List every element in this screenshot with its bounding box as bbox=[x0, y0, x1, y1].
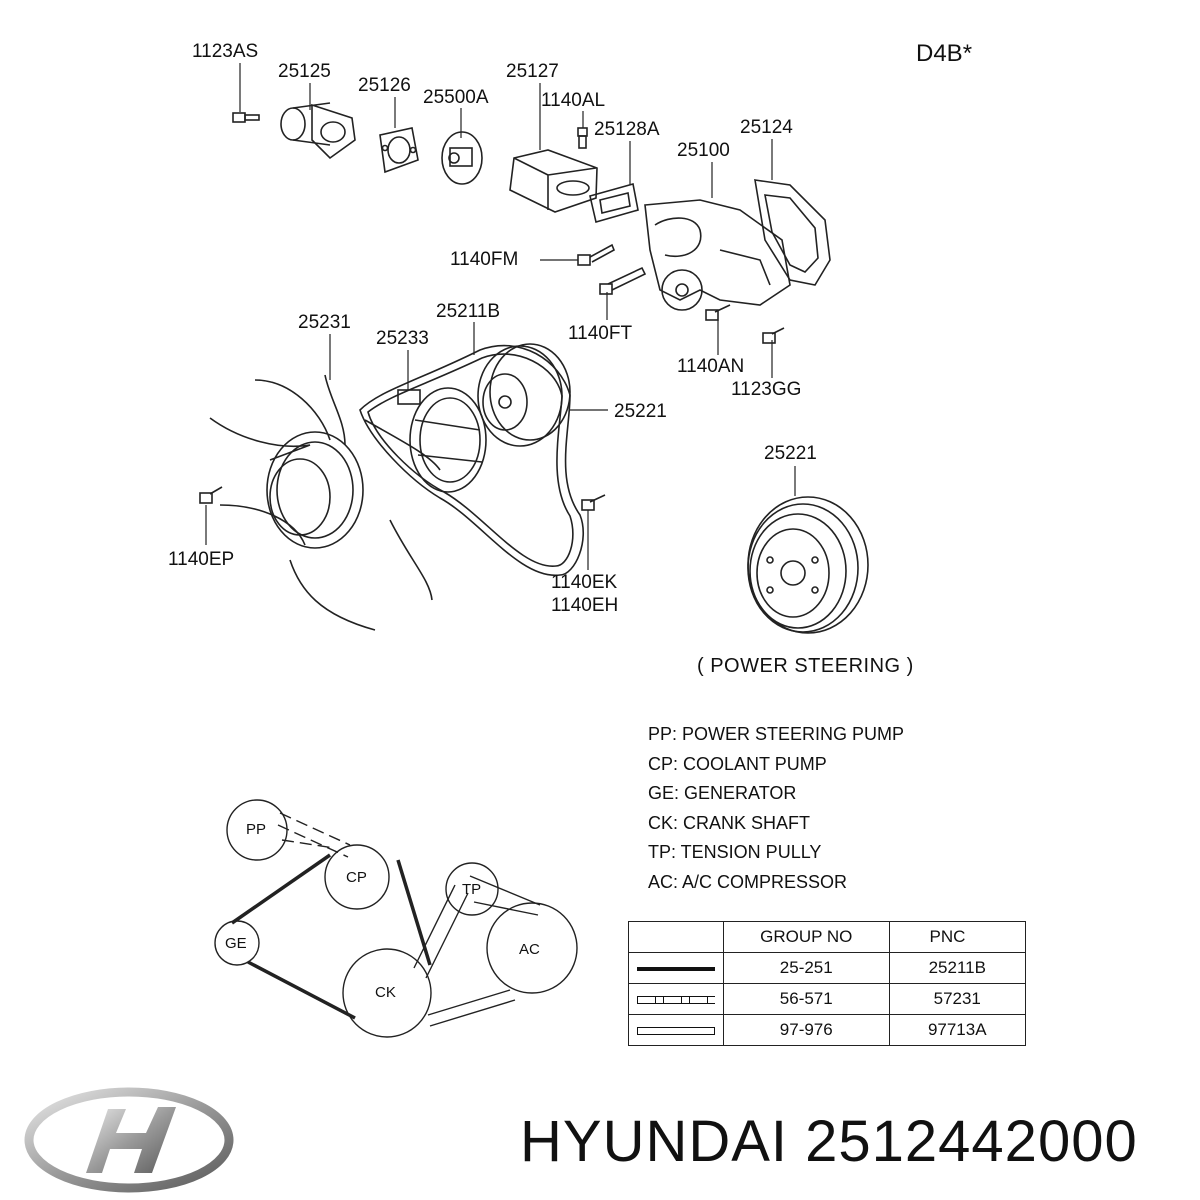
housing-25127 bbox=[509, 149, 598, 213]
group-no-cell: 97-976 bbox=[723, 1014, 890, 1046]
label-25233: 25233 bbox=[376, 328, 429, 349]
label-1123as: 1123AS bbox=[192, 41, 259, 62]
bolt-1140al bbox=[577, 127, 588, 149]
table-row: 97-976 97713A bbox=[628, 1014, 1027, 1046]
bolt-1140fm bbox=[577, 243, 616, 266]
table-header: GROUP NO bbox=[723, 921, 890, 953]
label-25221: 25221 bbox=[614, 401, 667, 422]
legend-item: PP: POWER STEERING PUMP bbox=[648, 724, 905, 744]
thermostat-25500a bbox=[441, 131, 483, 185]
label-1123gg: 1123GG bbox=[731, 379, 802, 400]
bolt-1140ek bbox=[581, 494, 606, 511]
gasket-25128a bbox=[589, 182, 639, 224]
line-style-solid bbox=[628, 952, 724, 984]
pulley-label-ac: AC bbox=[519, 941, 540, 958]
leader-lines bbox=[205, 63, 796, 570]
bolt-1140ft bbox=[599, 266, 647, 295]
cooling-fan-25231 bbox=[209, 374, 441, 631]
power-steering-note: ( POWER STEERING ) bbox=[697, 655, 914, 677]
legend-item: TP: TENSION PULLY bbox=[648, 842, 822, 862]
hyundai-logo-icon bbox=[24, 1087, 234, 1193]
label-25125: 25125 bbox=[278, 61, 331, 82]
label-25100: 25100 bbox=[677, 140, 730, 161]
bolt-1140an bbox=[705, 304, 731, 321]
fitting-25125 bbox=[280, 102, 356, 160]
water-pump-25100 bbox=[644, 199, 791, 311]
group-no-cell: 25-251 bbox=[723, 952, 890, 984]
label-1140ek: 1140EK bbox=[551, 572, 618, 593]
pulley-25221 bbox=[477, 343, 571, 447]
v-belt-25211b bbox=[359, 344, 585, 576]
table-row: 56-571 57231 bbox=[628, 983, 1027, 1015]
group-table: GROUP NO PNC 25-251 25211B 56-571 57231 … bbox=[628, 921, 1027, 1046]
pulley-label-pp: PP bbox=[246, 821, 267, 838]
line-style-double bbox=[628, 1014, 724, 1046]
line-style-dashed bbox=[628, 983, 724, 1015]
group-no-cell: 56-571 bbox=[723, 983, 890, 1015]
label-1140al: 1140AL bbox=[541, 90, 606, 111]
pulley-label-ge: GE bbox=[225, 935, 247, 952]
bolt-1123as bbox=[232, 112, 260, 123]
brand-caption: HYUNDAI 2512442000 bbox=[520, 1109, 1138, 1174]
power-steering-pulley-25221 bbox=[747, 496, 869, 634]
bolt-1140ep bbox=[199, 486, 223, 504]
gasket-25124 bbox=[754, 179, 831, 286]
label-1140fm: 1140FM bbox=[450, 249, 519, 270]
label-1140an: 1140AN bbox=[677, 356, 745, 377]
pulley-label-cp: CP bbox=[346, 869, 367, 886]
table-header bbox=[628, 921, 724, 953]
gasket-25126 bbox=[379, 127, 419, 174]
belt-routing-diagram bbox=[214, 799, 578, 1038]
label-25231: 25231 bbox=[298, 312, 351, 333]
model-code: D4B* bbox=[916, 40, 973, 67]
pulley-legend: PP: POWER STEERING PUMP CP: COOLANT PUMP… bbox=[648, 720, 904, 897]
pnc-cell: 57231 bbox=[888, 983, 1027, 1015]
legend-item: GE: GENERATOR bbox=[648, 783, 797, 803]
pnc-cell: 97713A bbox=[888, 1014, 1027, 1046]
label-1140ft: 1140FT bbox=[568, 323, 633, 344]
label-25211b: 25211B bbox=[436, 301, 501, 322]
label-25126: 25126 bbox=[358, 75, 411, 96]
legend-item: AC: A/C COMPRESSOR bbox=[648, 871, 848, 892]
pulley-label-tp: TP bbox=[462, 881, 482, 898]
pulley-label-ck: CK bbox=[375, 984, 396, 1001]
label-25500a: 25500A bbox=[423, 87, 489, 108]
fan-clutch-25233 bbox=[397, 387, 487, 493]
label-25128a: 25128A bbox=[594, 119, 660, 140]
label-25221-power-steering: 25221 bbox=[764, 443, 817, 464]
label-25124: 25124 bbox=[740, 117, 793, 138]
legend-item: CK: CRANK SHAFT bbox=[648, 812, 811, 833]
table-header: PNC bbox=[888, 921, 1027, 953]
bolt-1123gg bbox=[762, 327, 785, 344]
table-row: 25-251 25211B bbox=[628, 952, 1027, 984]
label-1140eh: 1140EH bbox=[551, 595, 619, 616]
label-1140ep: 1140EP bbox=[168, 549, 235, 570]
label-25127: 25127 bbox=[506, 61, 559, 82]
table-header-row: GROUP NO PNC bbox=[628, 921, 1027, 953]
pnc-cell: 25211B bbox=[888, 952, 1027, 984]
legend-item: CP: COOLANT PUMP bbox=[648, 753, 827, 774]
